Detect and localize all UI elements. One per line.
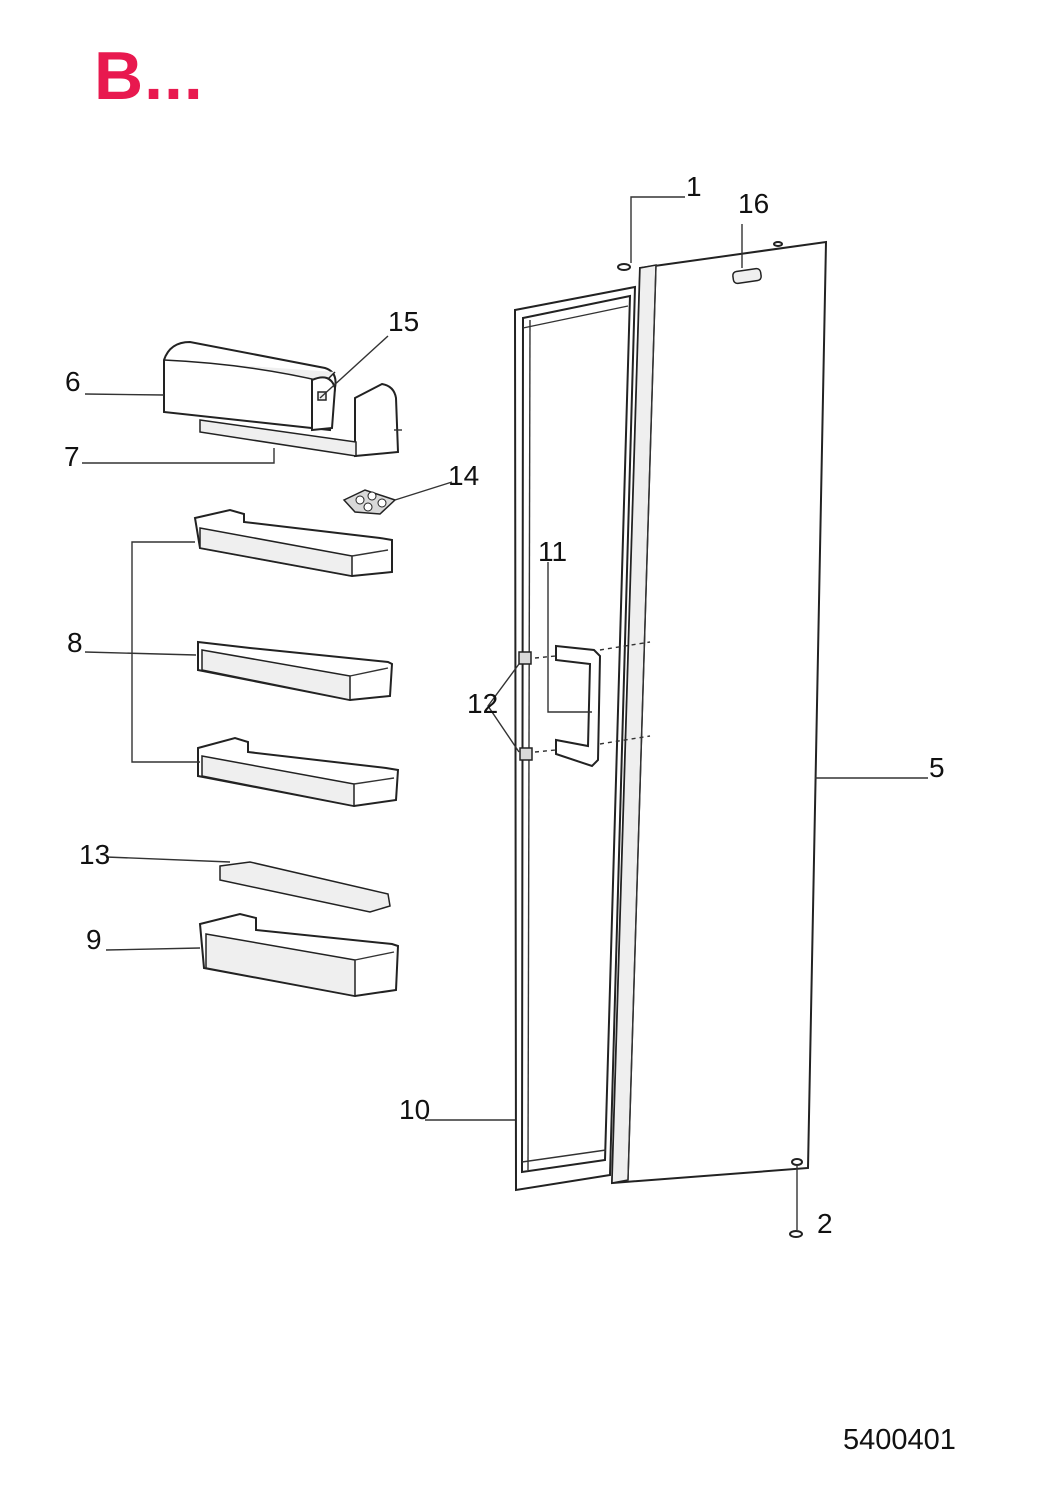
- bottle-shelf: [198, 912, 400, 998]
- callout-labels: 1 16 15 6 7 14 11 8 12 5 13 9 10 2: [64, 171, 945, 1239]
- door-shelf-middle: [197, 640, 394, 702]
- door-shelf-top: [193, 508, 393, 578]
- diagram-reference-number: 5400401: [843, 1424, 956, 1456]
- callout-8: 8: [67, 627, 83, 658]
- callout-14: 14: [448, 460, 479, 491]
- egg-tray: [342, 489, 397, 515]
- callout-1: 1: [686, 171, 702, 202]
- top-hinge-pin: [617, 196, 685, 271]
- door-shelf-lower: [197, 736, 400, 808]
- callout-16: 16: [738, 188, 769, 219]
- callout-10: 10: [399, 1094, 430, 1125]
- callout-12: 12: [467, 688, 498, 719]
- callout-6: 6: [65, 366, 81, 397]
- callout-9: 9: [86, 924, 102, 955]
- door-outer-panel: [610, 240, 828, 1185]
- shelf-insert: [219, 861, 391, 913]
- shelf-group-bracket: [131, 541, 200, 763]
- leader-lines: [82, 335, 928, 1121]
- dairy-compartment: [163, 340, 402, 458]
- callout-5: 5: [929, 752, 945, 783]
- callout-11: 11: [538, 536, 567, 567]
- callout-13: 13: [79, 839, 110, 870]
- door-inner-liner: [513, 285, 637, 1192]
- page-title: B...: [94, 38, 204, 114]
- callout-15: 15: [388, 306, 419, 337]
- callout-2: 2: [817, 1208, 833, 1239]
- callout-7: 7: [64, 441, 80, 472]
- door-handle: [487, 562, 651, 768]
- bottom-hinge-pin: [789, 1158, 803, 1238]
- top-cap-part: [732, 224, 783, 285]
